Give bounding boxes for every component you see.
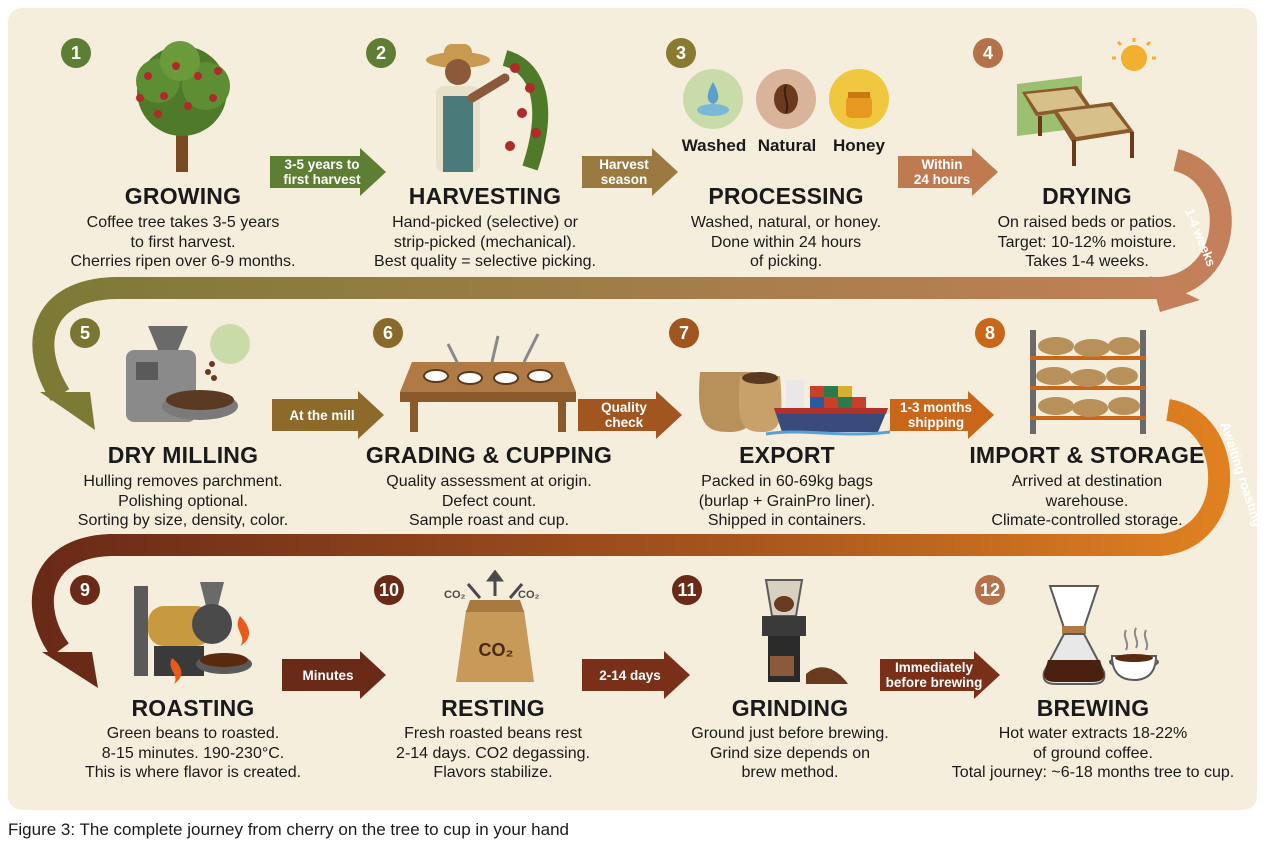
step-12-title: BREWING xyxy=(1036,695,1150,721)
connector-arrow-9-10: Minutes xyxy=(282,651,386,699)
step-2-title: HARVESTING xyxy=(408,183,562,209)
loop-arrowhead-row2-start xyxy=(40,392,95,430)
grinder-icon xyxy=(762,579,848,684)
step-11-badge: 11 xyxy=(672,575,702,605)
step-5-description: Hulling removes parchment.Polishing opti… xyxy=(77,473,289,529)
loop-connector-row2-row3 xyxy=(31,399,1231,657)
loop-arrowhead-row3-start xyxy=(42,652,98,688)
step-5-badge: 5 xyxy=(70,318,100,348)
roaster-icon xyxy=(134,582,252,684)
cupping-table-icon xyxy=(400,333,576,432)
step-10-badge: 10 xyxy=(374,575,404,605)
processing-method-honey: Honey xyxy=(833,136,885,155)
co2-label-left: CO₂ xyxy=(444,589,466,601)
step-4-description: On raised beds or patios.Target: 10-12% … xyxy=(997,214,1177,270)
step-12-description: Hot water extracts 18-22%of ground coffe… xyxy=(951,725,1235,781)
step-8-title: IMPORT & STORAGE xyxy=(969,442,1205,468)
step-6-title: GRADING & CUPPING xyxy=(365,442,613,468)
step-5-title: DRY MILLING xyxy=(107,442,259,468)
figure-caption: Figure 3: The complete journey from cher… xyxy=(8,820,569,839)
processing-method-natural: Natural xyxy=(757,136,817,155)
farmer-picking-icon xyxy=(426,44,549,172)
step-8-badge: 8 xyxy=(975,318,1005,348)
co2-label-right: CO₂ xyxy=(518,589,540,601)
drying-beds-icon xyxy=(1017,38,1156,166)
connector-arrow-5-6: At the mill xyxy=(272,391,384,439)
step-9-title: ROASTING xyxy=(131,695,255,721)
connector-arrow-10-11: 2-14 days xyxy=(582,651,690,699)
step-9-badge: 9 xyxy=(70,575,100,605)
step-9-description: Green beans to roasted.8-15 minutes. 190… xyxy=(84,725,302,781)
step-10-title: RESTING xyxy=(441,695,545,721)
processing-method-washed: Washed xyxy=(681,136,747,155)
step-12-badge: 12 xyxy=(975,575,1005,605)
step-11-title: GRINDING xyxy=(731,695,849,721)
step-7-title: EXPORT xyxy=(739,442,835,468)
step-4-title: DRYING xyxy=(1042,183,1132,209)
step-4-badge: 4 xyxy=(973,38,1003,68)
bag-co2-label: CO₂ xyxy=(478,640,514,660)
pour-over-icon xyxy=(1042,585,1159,685)
step-11-description: Ground just before brewing.Grind size de… xyxy=(691,725,889,781)
step-6-badge: 6 xyxy=(373,318,403,348)
step-3-badge: 3 xyxy=(666,38,696,68)
coffee-tree-icon xyxy=(136,41,230,172)
step-7-description: Packed in 60-69kg bags(burlap + GrainPro… xyxy=(698,473,876,529)
degassing-bag-icon xyxy=(456,570,534,682)
cargo-ship-icon xyxy=(699,372,891,436)
warehouse-shelves-icon xyxy=(1030,330,1146,434)
step-1-title: GROWING xyxy=(124,183,242,209)
processing-methods-icon xyxy=(683,69,889,129)
step-3-description: Washed, natural, or honey.Done within 24… xyxy=(690,214,882,270)
step-3-title: PROCESSING xyxy=(708,183,864,209)
step-7-badge: 7 xyxy=(669,318,699,348)
step-1-badge: 1 xyxy=(61,38,91,68)
step-6-description: Quality assessment at origin.Defect coun… xyxy=(386,473,592,529)
loop-arrowhead-row1 xyxy=(1150,276,1200,312)
hulling-machine-icon xyxy=(126,324,250,422)
step-2-badge: 2 xyxy=(366,38,396,68)
